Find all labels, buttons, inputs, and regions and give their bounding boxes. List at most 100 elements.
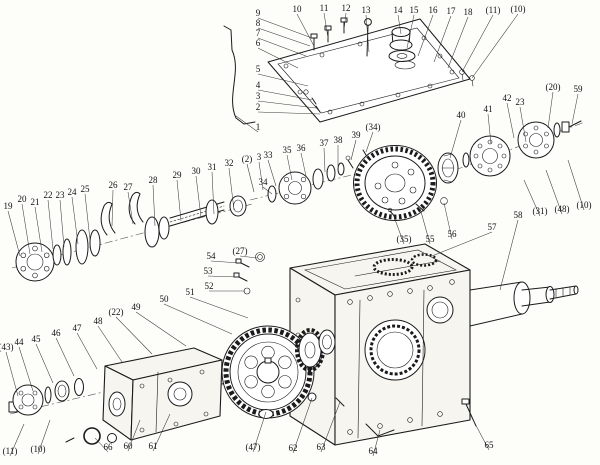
part-leader-line (286, 154, 293, 181)
part-leader-line (127, 191, 134, 225)
part-label: 61 (149, 441, 158, 451)
part-label: 4 (256, 80, 261, 90)
part-label: 40 (457, 110, 467, 120)
part-leader-line (499, 219, 519, 291)
part-label: 15 (410, 5, 420, 15)
part-label: 37 (320, 138, 330, 148)
part-label: 60 (124, 441, 134, 451)
part-label: 66 (104, 442, 114, 452)
part-label: 7 (256, 28, 261, 38)
reduction-housing (102, 347, 223, 441)
part-leader-line (7, 210, 21, 257)
part-label: (22) (109, 307, 124, 317)
part-leader-line (257, 37, 307, 57)
part-leader-line (417, 14, 434, 57)
part-leader-line (257, 100, 317, 109)
part-label: (10) (577, 200, 592, 210)
part-leader-line (406, 14, 415, 49)
part-leader-line (71, 196, 79, 245)
part-leader-line (76, 332, 98, 370)
part-label: 10 (293, 4, 303, 14)
part-leader-line (320, 401, 341, 453)
diff-flange-outer (517, 120, 582, 159)
part-leader-line (323, 12, 329, 39)
part-label: 30 (192, 166, 202, 176)
part-label: 56 (448, 229, 458, 239)
part-label: 9 (256, 8, 261, 18)
part-leader-line (365, 14, 370, 53)
part-leader-line (235, 115, 259, 133)
part-leader-line (397, 14, 402, 35)
part-label: 52 (205, 281, 214, 291)
part-leader-line (163, 303, 233, 335)
diff-bearing (437, 152, 470, 184)
cover-bolts (303, 17, 475, 113)
part-leader-line (443, 202, 453, 240)
part-label: 16 (429, 5, 439, 15)
part-label: (47) (246, 442, 261, 452)
part-leader-line (372, 429, 381, 457)
part-leader-line (461, 14, 494, 73)
part-label: 32 (225, 158, 234, 168)
part-label: 45 (32, 334, 42, 344)
part-label: 21 (31, 197, 40, 207)
part-leader-line (228, 167, 235, 211)
part-leader-line (471, 13, 519, 79)
part-leader-line (449, 119, 462, 159)
part-leader-line (571, 93, 579, 125)
part-label: 28 (149, 175, 159, 185)
part-leader-line (257, 17, 313, 39)
part-leader-line (392, 213, 405, 245)
part-leader-line (127, 419, 141, 452)
part-leader-line (207, 275, 239, 278)
output-shaft (469, 281, 579, 327)
small-gear-and-bearing (295, 328, 336, 372)
part-label: 13 (362, 5, 372, 15)
part-leader-line (343, 12, 347, 31)
part-label: 31 (208, 162, 217, 172)
ring-gear (353, 145, 437, 221)
part-label: 48 (94, 316, 104, 326)
part-leader-line (350, 139, 357, 161)
part-leader-line (447, 16, 469, 69)
part-leader-line (292, 397, 313, 454)
part-leader-line (257, 27, 311, 47)
part-label: 23 (56, 190, 66, 200)
part-label: 3 (256, 91, 261, 101)
part-leader-line (111, 189, 114, 227)
part-leader-line (258, 161, 264, 191)
part-label: (10) (31, 444, 46, 454)
part-leader-line (35, 343, 54, 384)
part-leader-line (34, 206, 43, 253)
part-label: 3 (257, 152, 262, 162)
part-label: 53 (204, 266, 214, 276)
part-leader-line (246, 163, 255, 193)
part-leader-line (152, 184, 156, 227)
part-label: 29 (173, 170, 183, 180)
part-label: 17 (447, 6, 457, 16)
shift-rod (223, 25, 256, 125)
part-leader-line (257, 47, 299, 69)
part-leader-line (94, 437, 109, 453)
part-label: 41 (484, 104, 493, 114)
part-leader-line (59, 199, 65, 248)
part-leader-line (97, 325, 123, 363)
part-leader-line (84, 193, 91, 241)
part-leader-line (210, 260, 241, 264)
part-label: 20 (18, 194, 28, 204)
part-leader-line (21, 203, 31, 255)
part-label: 63 (317, 442, 327, 452)
part-leader-line (176, 179, 182, 222)
dipstick (364, 18, 372, 57)
part-label: 46 (52, 328, 62, 338)
part-label: 25 (81, 184, 91, 194)
part-leader-line (547, 91, 554, 129)
part-leader-line (252, 411, 267, 453)
diff-flange-inner (469, 135, 511, 177)
part-leader-line (419, 207, 431, 245)
part-leader-line (300, 152, 307, 177)
part-leader-line (545, 169, 563, 215)
part-leader-line (257, 89, 313, 101)
